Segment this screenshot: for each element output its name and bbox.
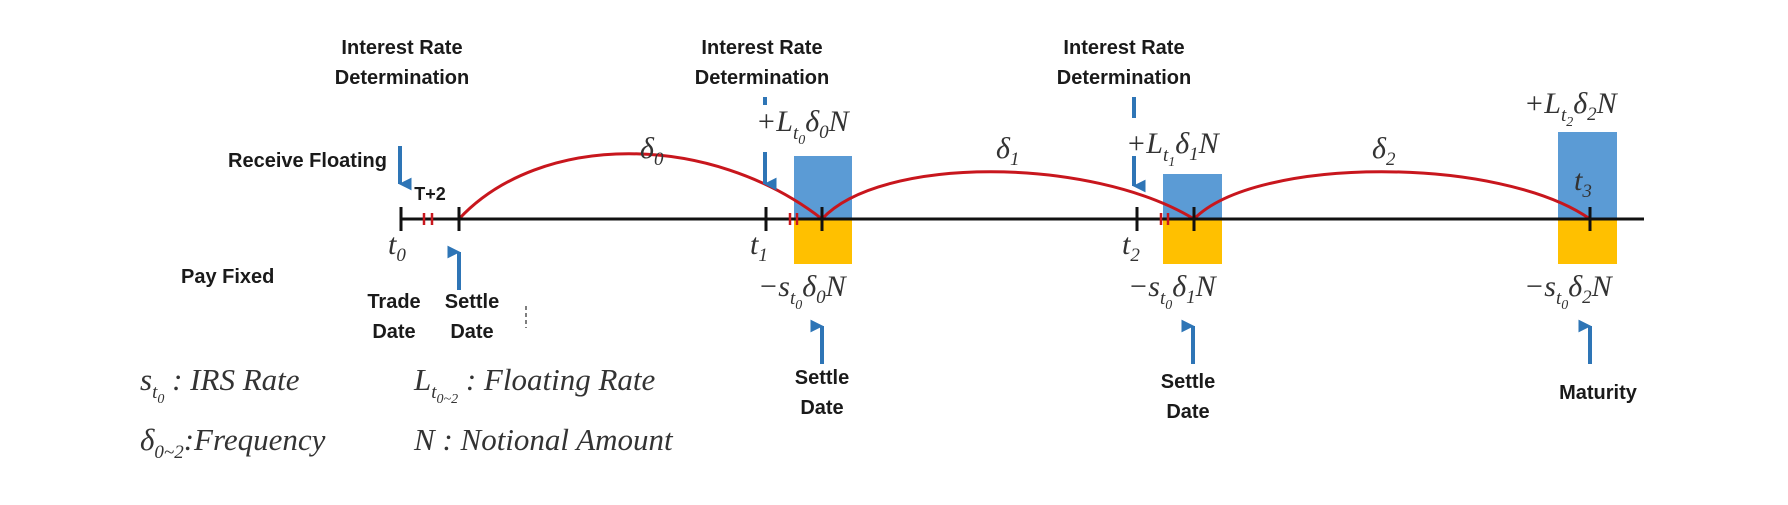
determination-line2: Determination [695, 67, 829, 89]
accrual-arc-1 [820, 170, 1195, 221]
determination-line1: Interest Rate [701, 37, 822, 59]
determination-line1: Interest Rate [1063, 37, 1184, 59]
svg-text:Settle: Settle [1161, 371, 1215, 393]
time-ticks [399, 207, 1592, 231]
legend-floating-rate: Lt0~2 : Floating Rate [413, 362, 656, 407]
time-label-t0: t0 [388, 228, 406, 266]
receive-flow-1: +Lt0δ0N [756, 105, 851, 148]
determination-line1: Interest Rate [341, 37, 462, 59]
legend-irs-rate: st0 : IRS Rate [140, 362, 300, 407]
svg-text:Trade: Trade [367, 291, 420, 313]
receive-flow-3: +Lt2δ2N [1524, 87, 1619, 130]
rate-determination-0: Interest Rate Determination [335, 37, 469, 89]
settlement-lag-label: T+2 [414, 184, 446, 204]
svg-text:Date: Date [450, 321, 493, 343]
period-label-1: δ1 [996, 132, 1019, 170]
receive-flow-2: +Lt1δ1N [1126, 127, 1221, 170]
pay-flow-2: −st0δ1N [1128, 270, 1218, 313]
svg-text:Date: Date [1166, 401, 1209, 423]
maturity-label: Maturity [1559, 382, 1638, 404]
determination-line2: Determination [1057, 67, 1191, 89]
legend-frequency: δ0~2:Frequency [140, 422, 326, 463]
pay-flow-1: −st0δ0N [758, 270, 848, 313]
receive-floating-label: Receive Floating [228, 150, 387, 172]
svg-text:Date: Date [800, 397, 843, 419]
period-label-0: δ0 [640, 132, 664, 170]
settle-date-label-2: Settle Date [1161, 371, 1215, 423]
accrual-arc-2 [1192, 170, 1591, 221]
pay-fixed-label: Pay Fixed [181, 266, 274, 288]
settle-date-label-1: Settle Date [795, 367, 849, 419]
svg-text:Date: Date [372, 321, 415, 343]
svg-text:Settle: Settle [795, 367, 849, 389]
time-label-t3: t3 [1574, 164, 1592, 202]
arrows [398, 146, 1592, 364]
time-label-t2: t2 [1122, 228, 1140, 266]
pay-flow-3: −st0δ2N [1524, 270, 1614, 313]
trade-date-label: Trade Date [367, 291, 420, 343]
pay-bar-3 [1558, 219, 1617, 264]
legend-notional: N : Notional Amount [413, 422, 674, 457]
rate-determination-2: Interest Rate Determination [1057, 37, 1191, 89]
rate-determination-1: Interest Rate Determination [695, 37, 829, 89]
lag-ticks [422, 213, 1170, 225]
settle-date-label-0: Settle Date [445, 291, 499, 343]
time-label-t1: t1 [750, 228, 768, 266]
svg-text:Settle: Settle [445, 291, 499, 313]
period-label-2: δ2 [1372, 132, 1396, 170]
determination-line2: Determination [335, 67, 469, 89]
